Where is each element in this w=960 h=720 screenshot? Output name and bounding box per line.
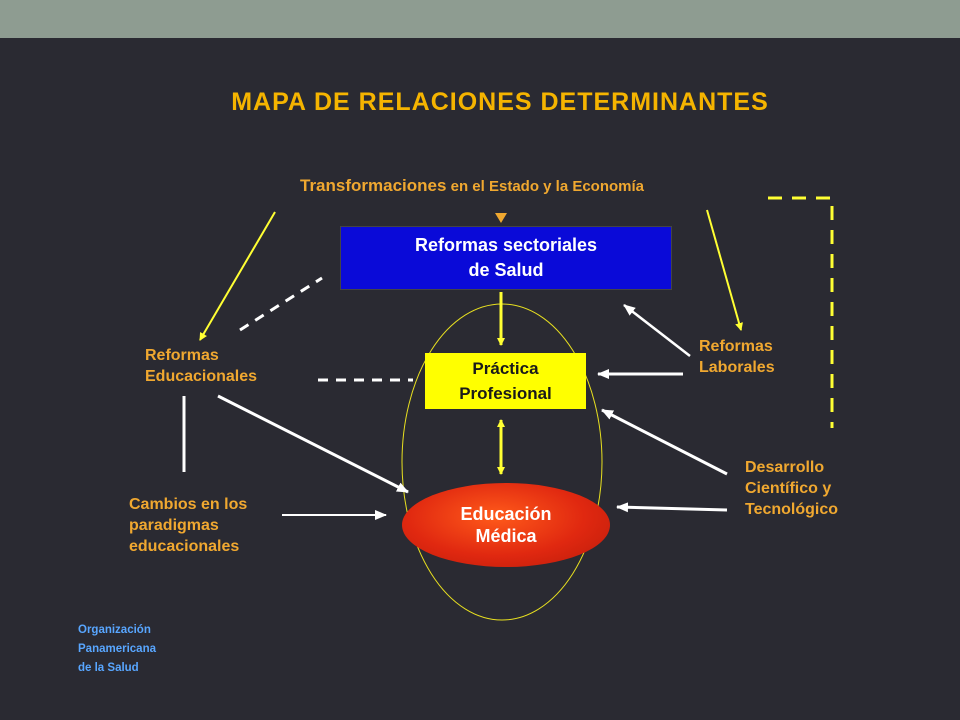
org-line2: Panamericana bbox=[78, 643, 156, 655]
arrow-reformas-edu-to-educacion bbox=[217, 394, 409, 494]
reformas-sectoriales-line1: Reformas sectoriales bbox=[414, 235, 598, 255]
reformas-sectoriales-box: Reformas sectoriales de Salud bbox=[340, 226, 672, 290]
reformas-edu-line1: Reformas bbox=[145, 347, 219, 364]
reformas-educacionales-label: Reformas Educacionales bbox=[145, 345, 257, 387]
educacion-line1: Educación bbox=[460, 504, 552, 524]
reformas-lab-line1: Reformas bbox=[699, 338, 773, 355]
cambios-paradigmas-label: Cambios en los paradigmas educacionales bbox=[129, 494, 247, 557]
practica-line2: Profesional bbox=[459, 384, 552, 403]
educacion-medica-ellipse: Educación Médica bbox=[402, 483, 610, 567]
dashed-bracket-right bbox=[768, 196, 834, 428]
arrow-desarrollo-to-practica bbox=[601, 408, 728, 476]
org-line1: Organización bbox=[78, 624, 151, 636]
org-line3: de la Salud bbox=[78, 662, 139, 674]
arrow-trans-to-reformas-edu bbox=[199, 211, 276, 341]
educacion-line2: Médica bbox=[475, 526, 537, 546]
organization-footer: Organización Panamericana de la Salud bbox=[78, 621, 156, 678]
desarrollo-line2: Científico y bbox=[745, 480, 832, 497]
cambios-line3: educacionales bbox=[129, 538, 240, 555]
orange-triangle-marker bbox=[495, 213, 507, 223]
page-title: MAPA DE RELACIONES DETERMINANTES bbox=[231, 88, 769, 116]
transformaciones-main: Transformaciones bbox=[300, 176, 447, 195]
practica-profesional-box: Práctica Profesional bbox=[425, 353, 586, 409]
reformas-lab-line2: Laborales bbox=[699, 359, 775, 376]
practica-line1: Práctica bbox=[472, 359, 539, 378]
desarrollo-label: Desarrollo Científico y Tecnológico bbox=[745, 457, 838, 520]
transformaciones-label: Transformaciones en el Estado y la Econo… bbox=[300, 175, 644, 197]
transformaciones-rest: en el Estado y la Economía bbox=[446, 178, 645, 195]
reformas-laborales-label: Reformas Laborales bbox=[699, 336, 775, 378]
reformas-edu-line2: Educacionales bbox=[145, 368, 258, 385]
desarrollo-line1: Desarrollo bbox=[745, 459, 825, 476]
arrow-desarrollo-to-educacion bbox=[616, 502, 728, 513]
arrow-trans-to-reformas-lab bbox=[706, 209, 743, 331]
top-bar bbox=[0, 0, 960, 38]
cambios-line1: Cambios en los bbox=[129, 496, 248, 513]
desarrollo-line3: Tecnológico bbox=[745, 501, 839, 518]
cambios-line2: paradigmas bbox=[129, 517, 219, 534]
dashed-reformas-edu-to-sectoriales bbox=[239, 276, 323, 332]
reformas-sectoriales-line2: de Salud bbox=[468, 260, 544, 280]
arrow-laborales-to-sectoriales bbox=[623, 304, 691, 357]
